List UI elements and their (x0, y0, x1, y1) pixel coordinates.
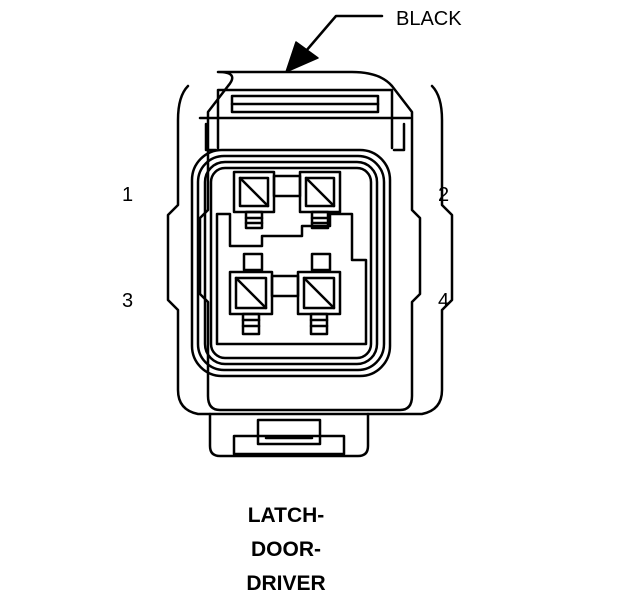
connector-title-line-3: DRIVER (246, 572, 326, 595)
pin-number-3: 3 (122, 290, 134, 312)
connector-housing (166, 70, 454, 416)
pin-number-1: 1 (122, 184, 134, 206)
pin-number-2: 2 (438, 184, 450, 206)
latch-top (198, 88, 412, 152)
pin-cavity-3 (228, 252, 274, 336)
connector-title-line-2: DOOR- (251, 538, 321, 561)
pin-cavity-2 (272, 170, 342, 230)
pin-cavity-1 (232, 170, 276, 230)
pin-number-4: 4 (438, 290, 450, 312)
color-label: BLACK (396, 8, 462, 30)
callout-leader (285, 14, 384, 73)
connector-title-line-1: LATCH- (247, 504, 325, 527)
lock-tab-bottom (208, 412, 370, 458)
seal-rings (190, 148, 392, 378)
pin-cavity-4 (270, 252, 342, 336)
terminal-field (215, 212, 368, 346)
